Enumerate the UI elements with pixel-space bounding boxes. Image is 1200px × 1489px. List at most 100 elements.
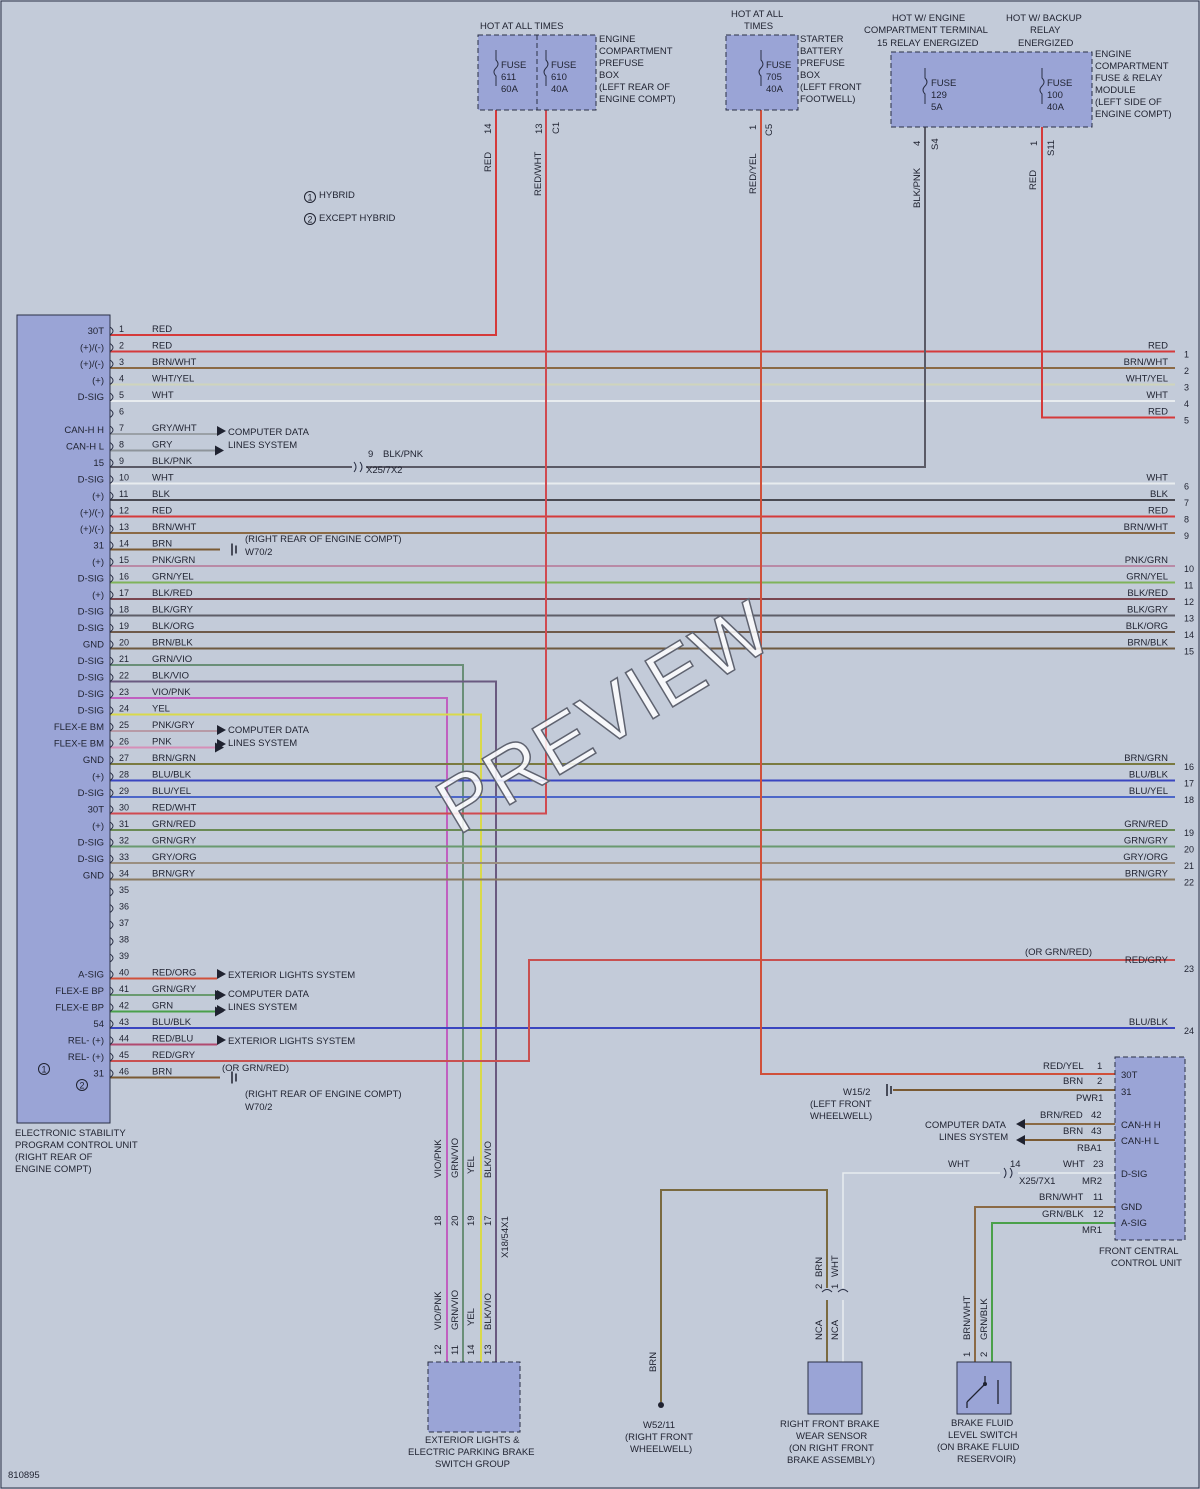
esp-pin-tick	[109, 722, 114, 732]
esp-pin-term: D-SIG	[78, 392, 104, 403]
esp-pin-tick	[109, 508, 114, 517]
esp-pin-number: 3	[119, 357, 124, 367]
fcu-term-gnd: GND	[1121, 1202, 1142, 1213]
opt2-num: 2	[80, 1081, 85, 1091]
relay-desc-5: (LEFT SIDE OF	[1095, 97, 1162, 108]
right-edge-number: 13	[1184, 614, 1194, 624]
arrow-fcu-cd-1	[1016, 1119, 1025, 1129]
right-edge-wire-label: BRN/GRY	[1125, 869, 1169, 880]
fcu-row7-wire: GRN/BLK	[1042, 1209, 1084, 1220]
fcu-row2-conn: PWR1	[1076, 1093, 1103, 1104]
esp-pin-tick	[109, 1036, 114, 1045]
ground-w702-d: W70/2	[245, 1102, 272, 1113]
right-edge-wire-label: RED	[1148, 407, 1168, 418]
esp-wire-pin30-fuse610	[110, 108, 547, 815]
x18-wire-19-bot: YEL	[466, 1308, 477, 1326]
esp-pin-wire-label: RED/GRY	[152, 1050, 196, 1061]
esp-pin-number: 27	[119, 753, 129, 763]
fuse-129-conn: S4	[930, 138, 941, 150]
esp-pin-wire-label: BRN/WHT	[152, 357, 197, 368]
esp-pin-wire-label: BLK/GRY	[152, 605, 194, 616]
splice14-symbol	[1003, 1167, 1013, 1179]
pin9-splice-pin: 9	[368, 449, 373, 460]
fuse-610-wire: RED/WHT	[533, 151, 544, 196]
right-edge-number: 11	[1184, 581, 1193, 591]
fuse-611-pin: 14	[483, 123, 494, 134]
esp-pin-term: FLEX-E BP	[55, 986, 104, 997]
fcu-row7-conn: MR1	[1082, 1225, 1102, 1236]
fuse-610-pin: 13	[534, 123, 545, 134]
esp-pin-tick	[109, 1019, 114, 1029]
esp-pin-tick	[109, 392, 114, 402]
esp-pin-term: GND	[83, 755, 104, 766]
esp-pin-wire-label: GRN/GRY	[152, 984, 197, 995]
esp-wire-pin24	[110, 713, 482, 1362]
esp-pin-tick	[109, 376, 114, 385]
right-edge-wire-label: WHT	[1146, 390, 1168, 401]
esp-pin-number: 11	[119, 489, 128, 499]
fuse-611-wire: RED	[483, 152, 494, 172]
doc-id: 810895	[8, 1470, 40, 1481]
esp-pin-tick	[109, 755, 114, 765]
esp-pin-wire-label: GRN/RED	[152, 819, 196, 830]
esp-pin-number: 13	[119, 522, 129, 532]
fuse-610-conn: C1	[551, 122, 562, 134]
esp-pin-term: 30T	[88, 326, 105, 337]
fuse-610-symbol	[543, 50, 549, 86]
esp-pin-wire-label: RED	[152, 341, 172, 352]
esp-wire-pin23	[110, 697, 448, 1362]
esp-pin-wire-label: BLK/PNK	[152, 456, 193, 467]
fuse-611-l1: FUSE	[501, 60, 526, 71]
right-edge-number: 10	[1184, 564, 1194, 574]
esp-pin-tick	[109, 854, 114, 864]
wear-nca-2: NCA	[830, 1319, 841, 1340]
esp-pin-wire-label: VIO/PNK	[152, 687, 191, 698]
fuse-129-l1: FUSE	[931, 78, 956, 89]
computer-data-2a: COMPUTER DATA	[228, 725, 310, 736]
esp-pin-term: REL- (+)	[68, 1036, 104, 1047]
esp-pin-term: CAN-H L	[66, 442, 104, 453]
fcu-row1-pin: 1	[1097, 1061, 1102, 1072]
opt1-num: 1	[42, 1065, 47, 1075]
esp-pin-term: FLEX-E BP	[55, 1003, 104, 1014]
fcu-row5-conn: MR2	[1082, 1176, 1102, 1187]
esp-pin-wire-label: BLK/RED	[152, 588, 193, 599]
ext-lights-2: EXTERIOR LIGHTS SYSTEM	[228, 1036, 355, 1047]
x18-conn: X18/54X1	[500, 1216, 511, 1258]
esp-pin-term: (+)/(-)	[80, 524, 104, 535]
right-edge-number: 14	[1184, 630, 1194, 640]
splice14-wire: WHT	[948, 1159, 970, 1170]
wear-pin-1: 1	[830, 1284, 841, 1289]
fuse-100-pin: 1	[1029, 141, 1040, 146]
right-edge-number: 16	[1184, 762, 1194, 772]
esp-wire-pin45	[110, 959, 1175, 1062]
esp-pin-term: (+)	[92, 590, 104, 601]
right-edge-number: 5	[1184, 416, 1189, 426]
esp-pin-number: 24	[119, 704, 129, 714]
fuse-100-l1: FUSE	[1047, 78, 1072, 89]
fluid-switch-symbol	[966, 1376, 999, 1408]
x18-pin-17: 17	[483, 1215, 494, 1226]
esp-pin-term: (+)/(-)	[80, 343, 104, 354]
arrow-computer-data-3b	[217, 1005, 226, 1015]
x18-wire-17-bot: BLK/VIO	[483, 1293, 494, 1330]
esp-wire-pin9-fuse129	[366, 126, 926, 468]
esp-pin-number: 35	[119, 885, 129, 895]
right-edge-wire-label: BLU/YEL	[1129, 786, 1168, 797]
fcu-asig-to-switch	[991, 1222, 1115, 1362]
ext-lights-1: EXTERIOR LIGHTS SYSTEM	[228, 970, 355, 981]
relay-desc-1: ENGINE	[1095, 49, 1131, 60]
esp-pin-number: 12	[119, 506, 129, 516]
fluid-pin-2: 2	[979, 1352, 990, 1357]
legend-hybrid-num: 1	[308, 193, 313, 203]
x18-wire-18-bot: VIO/PNK	[433, 1291, 444, 1330]
esp-pin-wire-label: BLU/BLK	[152, 1017, 192, 1028]
arrow-computer-data-3	[217, 990, 226, 1000]
right-edge-number: 20	[1184, 845, 1194, 855]
esp-pin-term: FLEX-E BM	[54, 722, 104, 733]
esp-pin-tick	[109, 574, 114, 583]
right-edge-wire-label: BLK/ORG	[1126, 621, 1168, 632]
esp-pin-wire-label: BLK/VIO	[152, 671, 189, 682]
esp-pin-number: 1	[119, 324, 124, 334]
fluid-wire-2: GRN/BLK	[979, 1298, 990, 1340]
